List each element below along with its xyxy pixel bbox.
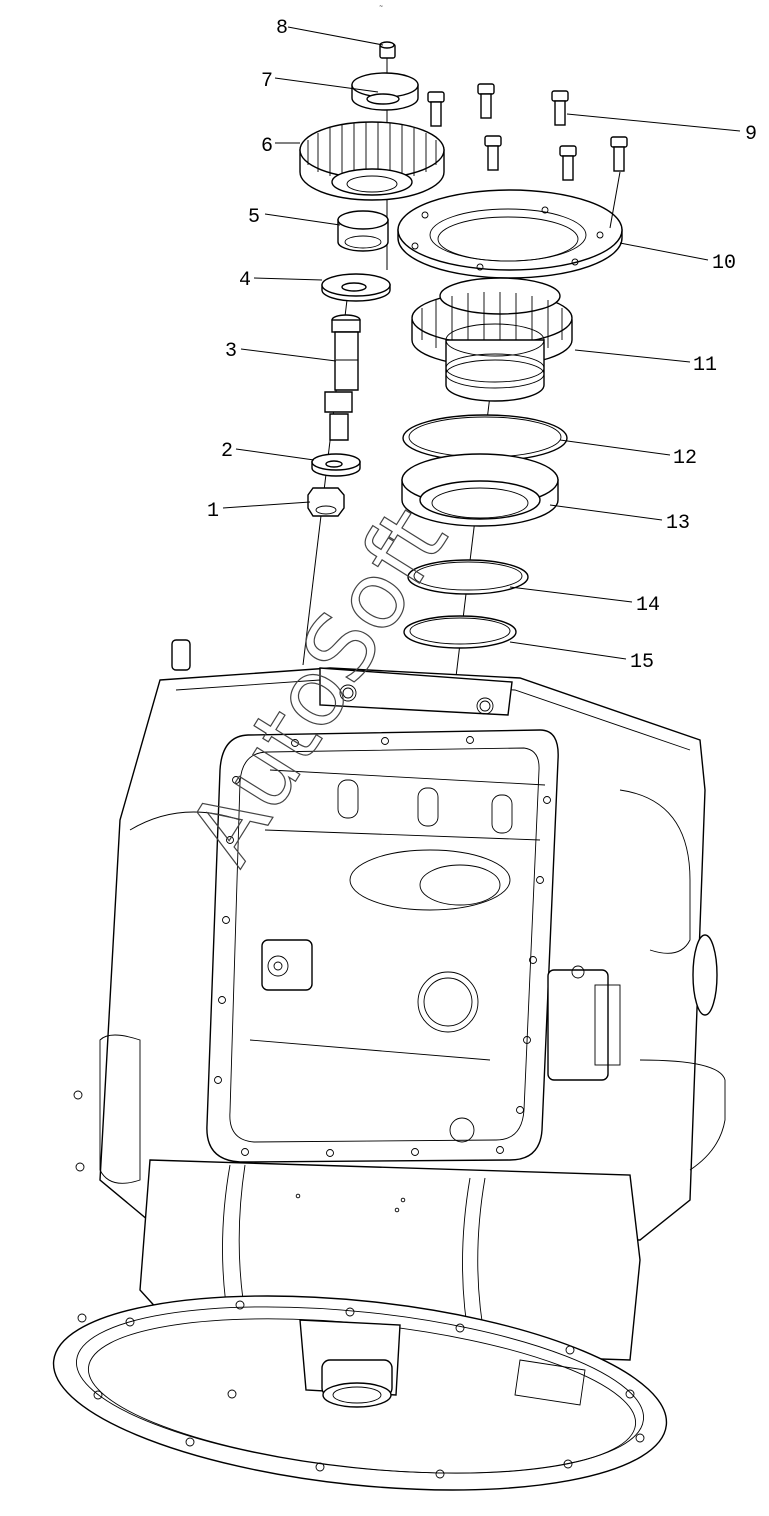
callout-group: 8 7 6 5 4 3 2 1 9 10 11 12 [207,17,757,674]
part-14-ring [407,559,529,595]
callout-9: 9 [745,123,757,146]
callout-8: 8 [276,17,288,40]
part-13-bearing [401,453,559,527]
part-7-washer [351,72,419,111]
part-10-cover-plate [397,189,623,279]
part-8-plug [379,41,396,59]
part-6-gear [299,121,445,201]
callout-10: 10 [712,252,736,275]
part-1-nut [307,487,345,517]
callout-13: 13 [666,512,690,535]
callout-7: 7 [261,70,273,93]
callout-4: 4 [239,269,251,292]
part-12-snap-ring [402,414,568,462]
header-mark: ~ [379,4,383,10]
part-9-bolts [427,83,628,181]
transmission-housing [52,639,726,1491]
part-11-gear-hub [411,277,573,402]
part-5-bearing [337,210,389,252]
callout-15: 15 [630,651,654,674]
part-3-shaft [324,314,361,441]
part-15-ring [403,615,517,649]
callout-6: 6 [261,135,273,158]
callout-14: 14 [636,594,660,617]
callout-11: 11 [693,354,717,377]
callout-12: 12 [673,447,697,470]
callout-1: 1 [207,500,219,523]
callout-2: 2 [221,440,233,463]
part-4-thrust-washer [321,273,391,302]
callout-3: 3 [225,340,237,363]
callout-5: 5 [248,206,260,229]
part-2-washer [311,453,361,477]
